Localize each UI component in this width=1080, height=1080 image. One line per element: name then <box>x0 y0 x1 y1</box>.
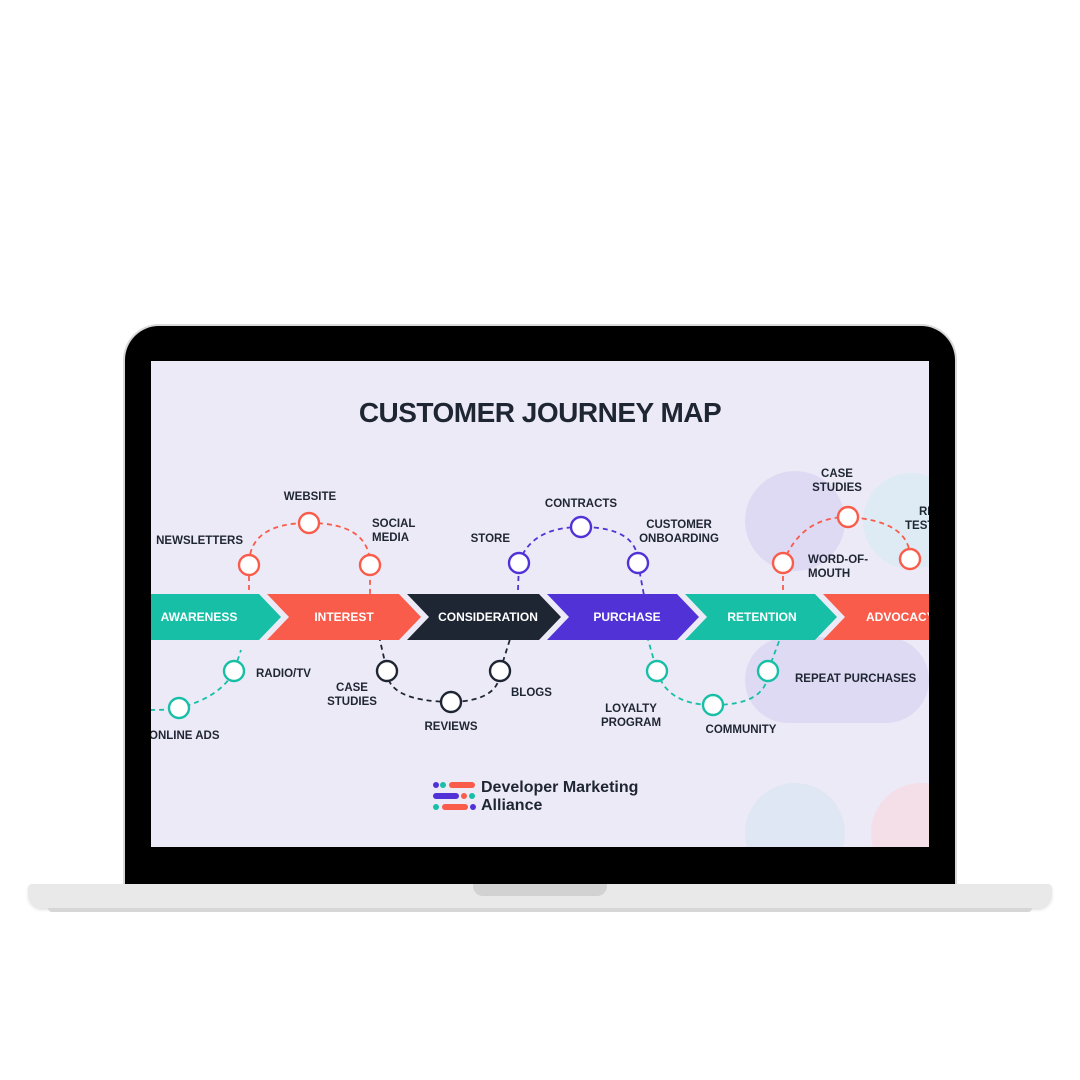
touchpoint-label-reviews-testimonials: RETESTIMONIALS <box>905 506 929 532</box>
touchpoint-node-case-studies[interactable] <box>375 659 399 683</box>
touchpoint-label-word-of-mouth: WORD-OF-MOUTH <box>808 554 868 580</box>
stage-consideration-arrow[interactable] <box>407 594 561 640</box>
touchpoint-node-newsletters[interactable] <box>237 553 261 577</box>
stage-consideration-label: CONSIDERATION <box>438 610 538 624</box>
laptop-foot <box>48 908 1032 912</box>
page-title: CUSTOMER JOURNEY MAP <box>358 397 722 428</box>
touchpoint-label-blogs: BLOGS <box>511 687 552 699</box>
touchpoint-node-social-media[interactable] <box>358 553 382 577</box>
touchpoint-node-radio-tv[interactable] <box>222 659 246 683</box>
touchpoint-label-radio-tv: RADIO/TV <box>256 668 311 680</box>
touchpoint-node-online-ads[interactable] <box>167 696 191 720</box>
stage-purchase-label: PURCHASE <box>593 610 660 624</box>
stage-advocacy-arrow[interactable] <box>823 594 929 640</box>
laptop-notch <box>473 884 607 896</box>
touchpoint-node-reviews[interactable] <box>439 690 463 714</box>
touchpoint-node-website[interactable] <box>297 511 321 535</box>
brand-logo: Developer Marketing Alliance <box>432 779 672 815</box>
touchpoint-label-newsletters: NEWSLETTERS <box>156 535 243 547</box>
touchpoint-node-case-studies-advocacy[interactable] <box>836 505 860 529</box>
purchase-connector <box>516 526 649 618</box>
touchpoint-label-contracts: CONTRACTS <box>545 498 618 510</box>
touchpoint-node-community[interactable] <box>701 693 725 717</box>
stage-interest-label: INTEREST <box>314 610 374 624</box>
touchpoint-label-website: WEBSITE <box>284 491 337 503</box>
consideration-connector <box>378 635 512 703</box>
stage-advocacy-label: ADVOCACY <box>866 610 929 624</box>
touchpoint-node-repeat-purchases[interactable] <box>756 659 780 683</box>
stage-awareness-label: AWARENESS <box>161 610 238 624</box>
retention-connector <box>646 635 782 706</box>
stage-retention-label: RETENTION <box>727 610 796 624</box>
stage-retention-arrow[interactable] <box>685 594 837 640</box>
logo-icon <box>433 782 476 810</box>
touchpoint-node-loyalty-program[interactable] <box>645 659 669 683</box>
touchpoint-label-community: COMMUNITY <box>706 724 777 736</box>
logo-line-2: Alliance <box>481 797 543 814</box>
touchpoint-label-repeat-purchases: REPEAT PURCHASES <box>795 673 917 685</box>
stage-purchase-arrow[interactable] <box>547 594 699 640</box>
laptop-screen: CUSTOMER JOURNEY MAP AWARENE <box>151 361 929 847</box>
touchpoint-node-store[interactable] <box>507 551 531 575</box>
touchpoint-label-online-ads: ONLINE ADS <box>151 730 220 742</box>
touchpoint-node-contracts[interactable] <box>569 515 593 539</box>
touchpoint-label-reviews: REVIEWS <box>424 721 477 733</box>
touchpoint-node-reviews-testimonials[interactable] <box>898 547 922 571</box>
stage-awareness-arrow[interactable] <box>151 594 281 640</box>
logo-text: Developer Marketing Alliance <box>481 779 638 815</box>
logo-line-1: Developer Marketing <box>481 779 639 796</box>
touchpoint-node-word-of-mouth[interactable] <box>771 551 795 575</box>
touchpoint-node-customer-onboarding[interactable] <box>626 551 650 575</box>
stage-interest-arrow[interactable] <box>267 594 421 640</box>
touchpoint-label-store: STORE <box>471 533 511 545</box>
background-decoration <box>745 471 929 847</box>
stage-band: AWARENESS INTEREST CONSIDERATION PURCHAS… <box>151 594 929 640</box>
touchpoint-node-blogs[interactable] <box>488 659 512 683</box>
journey-diagram: AWARENESS INTEREST CONSIDERATION PURCHAS… <box>151 468 929 847</box>
